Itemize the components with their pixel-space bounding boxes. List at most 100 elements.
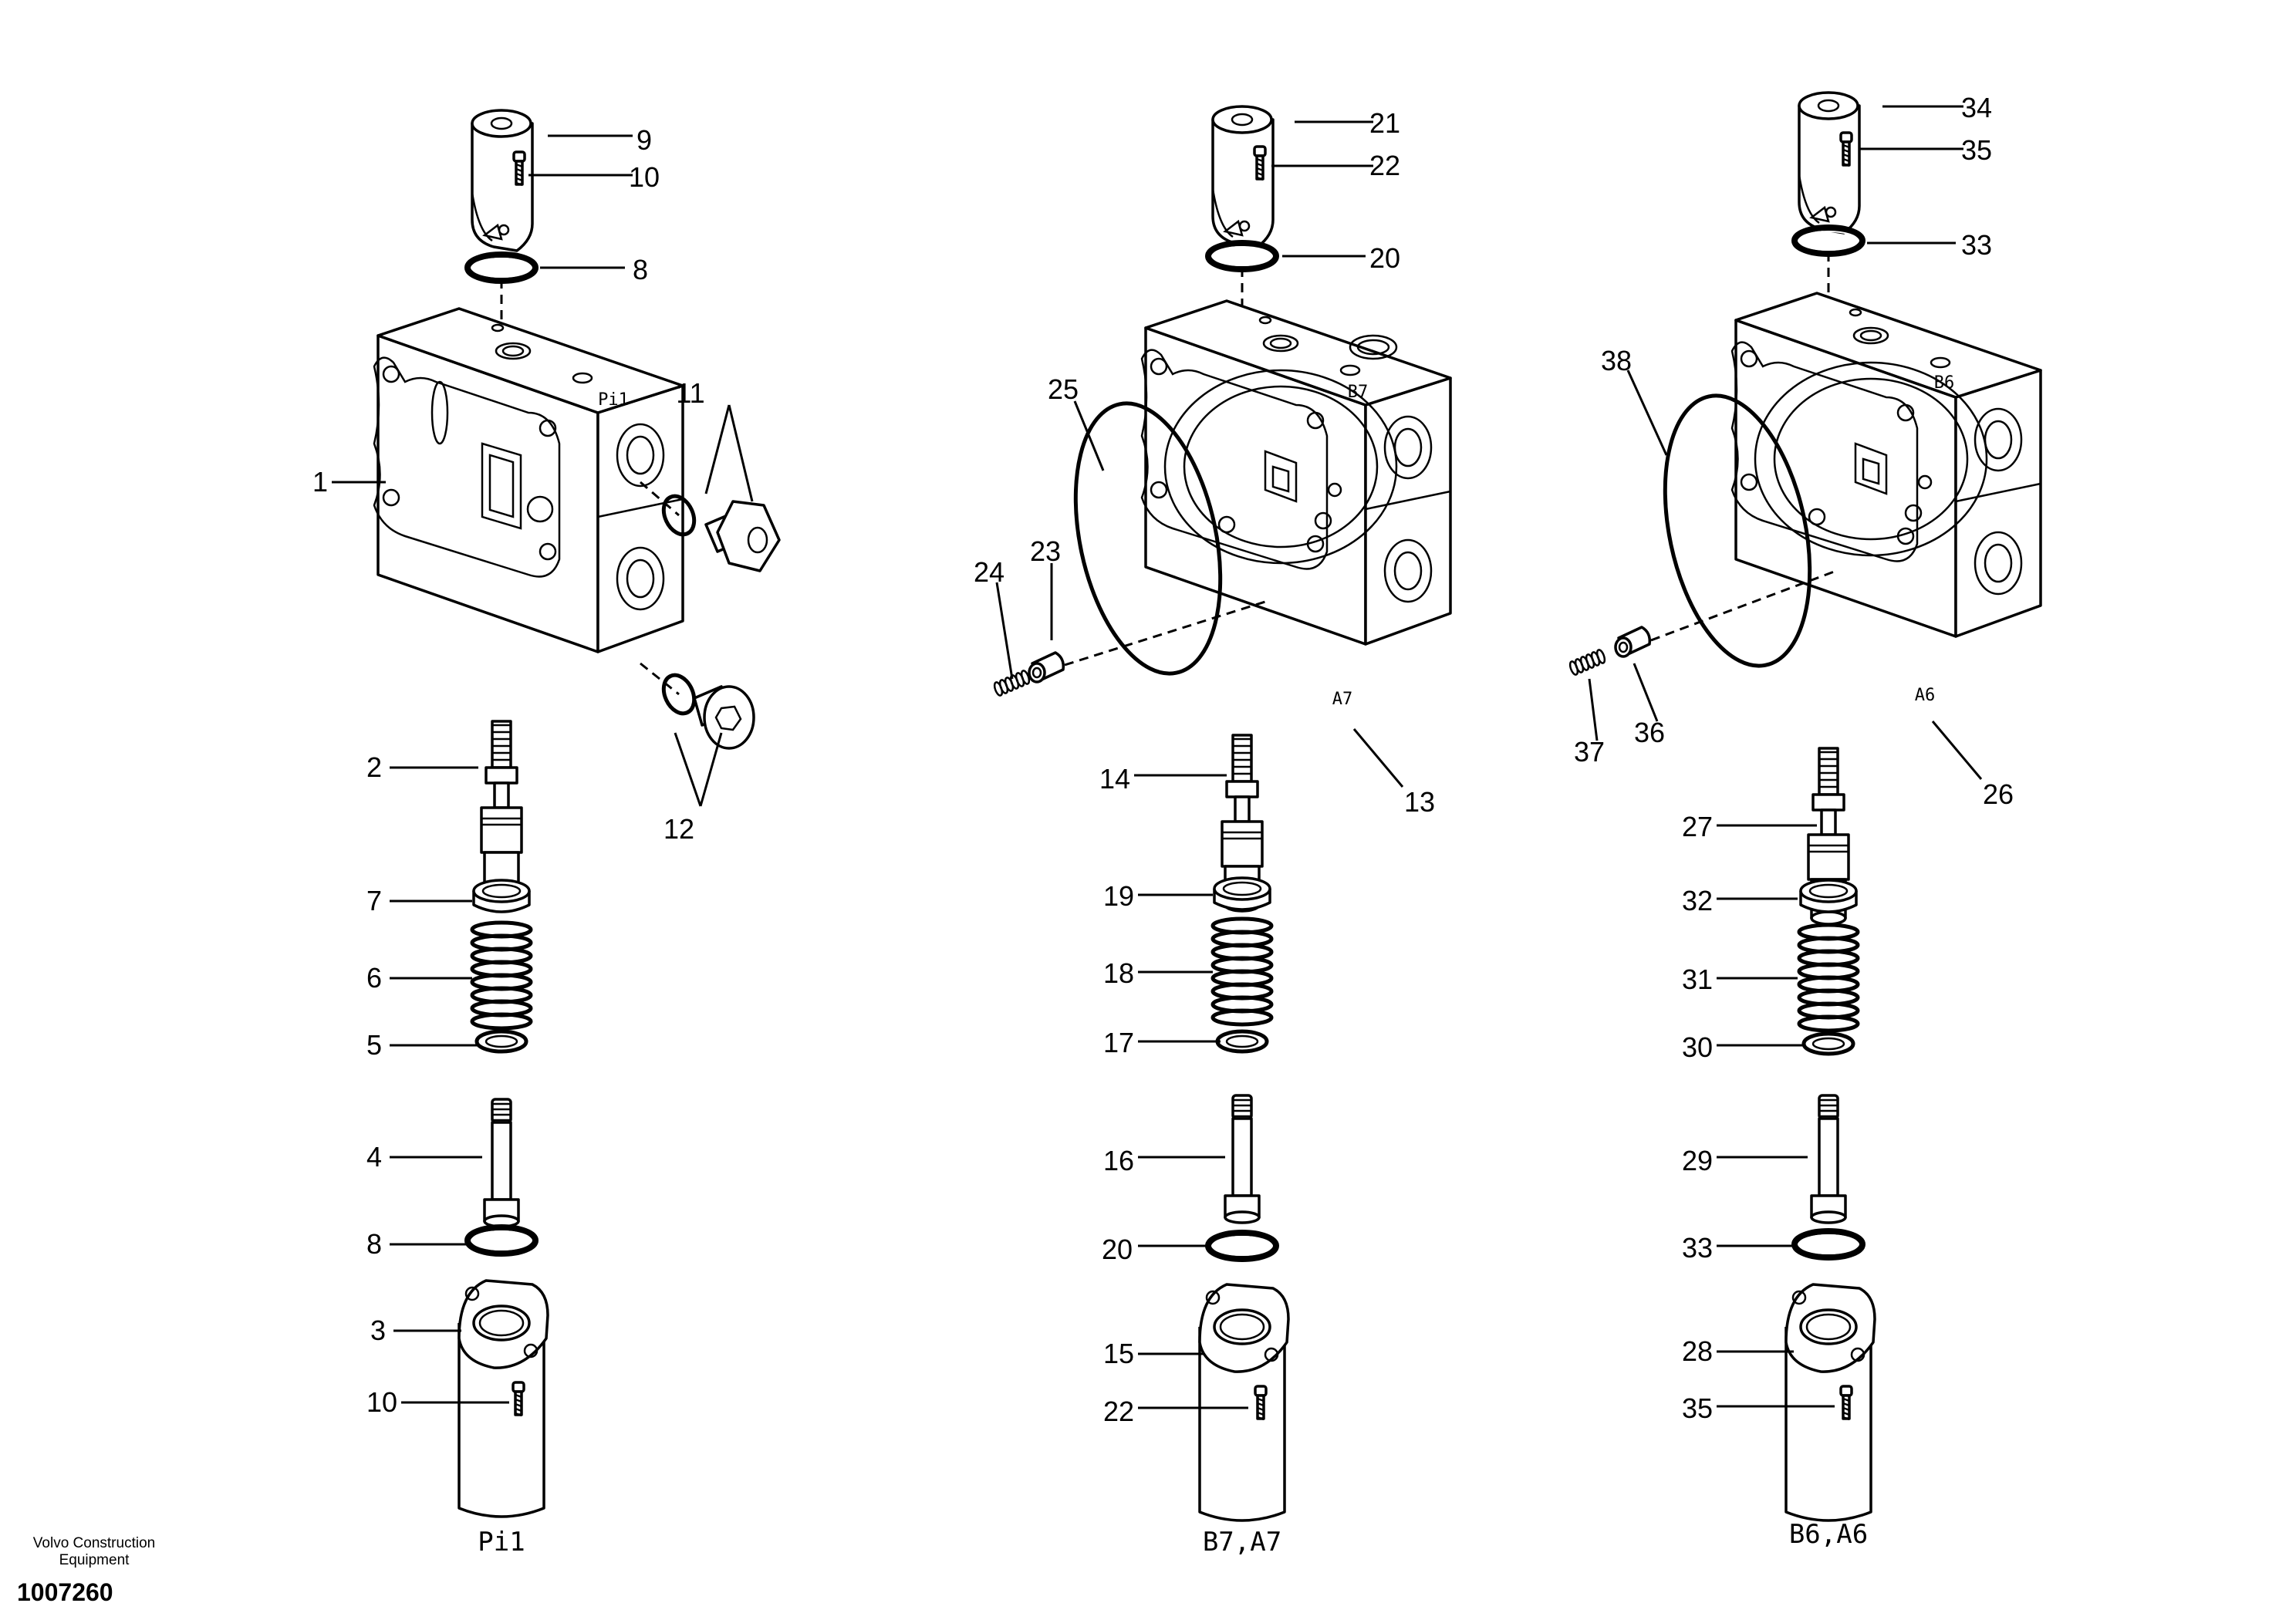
section-caption: B7,A7 — [1203, 1527, 1281, 1558]
callout: 20 — [1102, 1234, 1207, 1265]
callout-number: 16 — [1103, 1145, 1134, 1176]
cap-screw-lower — [1839, 1385, 1853, 1421]
return-spring — [1210, 916, 1274, 1027]
callout-number: 24 — [974, 556, 1004, 588]
o-ring-upper — [1205, 240, 1279, 272]
callout: 22 — [1103, 1396, 1248, 1427]
spring-seat — [472, 879, 531, 913]
housing-side — [596, 384, 684, 653]
callout: 33 — [1867, 229, 1992, 261]
spool-stopper — [1810, 1094, 1847, 1224]
leader-line — [674, 732, 702, 807]
retainer-washer — [1215, 1029, 1269, 1054]
callout-number: 34 — [1961, 92, 1992, 123]
bottom-cover — [1784, 1283, 1876, 1522]
cap-screw-lower — [512, 1381, 525, 1417]
callout: 37 — [1574, 678, 1605, 768]
callout-number: 17 — [1103, 1027, 1134, 1058]
callout-number: 30 — [1682, 1031, 1713, 1063]
callout-number: 15 — [1103, 1338, 1134, 1369]
callout-number: 33 — [1682, 1232, 1713, 1264]
callout: 5 — [366, 1029, 478, 1061]
cap-screw-upper — [1253, 145, 1267, 181]
face-o-ring — [1073, 401, 1223, 676]
callout: 13 — [1352, 728, 1435, 818]
callout-number: 22 — [1369, 150, 1400, 181]
port-label: B6 — [1934, 373, 1955, 393]
port-label: A6 — [1915, 686, 1936, 705]
callout-number: 3 — [370, 1315, 386, 1346]
callout: 33 — [1682, 1232, 1794, 1264]
callout: 23 — [1030, 535, 1061, 640]
callout-number: 10 — [366, 1386, 397, 1418]
cap-screw-lower — [1254, 1385, 1268, 1421]
callout: 17 — [1103, 1027, 1221, 1058]
o-ring-upper — [464, 251, 539, 284]
spring-seat — [1799, 879, 1858, 913]
callout: 31 — [1682, 964, 1798, 995]
callout: 19 — [1103, 880, 1213, 912]
callout-number: 7 — [366, 885, 382, 916]
callout: 11 — [676, 377, 754, 502]
return-spring — [470, 920, 533, 1031]
callout: 30 — [1682, 1031, 1804, 1063]
spool — [480, 720, 523, 899]
callout-number: 12 — [663, 813, 694, 845]
housing-group — [373, 307, 684, 653]
spool-axis — [458, 109, 549, 1518]
section-caption: Pi1 — [478, 1527, 525, 1558]
callout-number: 1 — [312, 466, 328, 498]
bottom-cover — [458, 1279, 549, 1518]
callout-number: 9 — [636, 124, 652, 156]
callout: 16 — [1103, 1145, 1225, 1176]
publisher-name-line2: Equipment — [59, 1552, 130, 1568]
housing-group — [1730, 292, 2042, 638]
callout-number: 18 — [1103, 957, 1134, 989]
callout: 27 — [1682, 811, 1817, 842]
callout-number: 22 — [1103, 1396, 1134, 1427]
callout: 35 — [1859, 134, 1992, 166]
callout-number: 38 — [1601, 345, 1632, 376]
housing-top — [1144, 299, 1452, 407]
port-label: B7 — [1348, 383, 1369, 402]
callout-number: 25 — [1048, 373, 1079, 405]
plug — [661, 673, 755, 750]
callout-number: 26 — [1983, 778, 2014, 810]
o-ring-lower — [1791, 1228, 1866, 1261]
callout: 6 — [366, 962, 472, 994]
callout: 28 — [1682, 1335, 1794, 1367]
callout-number: 20 — [1369, 242, 1400, 274]
callout-number: 27 — [1682, 811, 1713, 842]
callout: 2 — [366, 751, 478, 783]
leader-line — [1073, 400, 1105, 471]
o-ring-upper — [1791, 224, 1866, 257]
callout: 26 — [1931, 721, 2014, 810]
o-ring-lower — [464, 1224, 539, 1257]
check-sleeve — [1614, 626, 1652, 658]
check-sleeve — [1028, 651, 1065, 683]
publisher-name-line1: Volvo Construction — [32, 1535, 156, 1551]
callout-number: 28 — [1682, 1335, 1713, 1367]
document-number: 1007260 — [17, 1578, 113, 1606]
valve-housing — [1140, 299, 1452, 646]
callout-number: 31 — [1682, 964, 1713, 995]
callout: 3 — [370, 1315, 461, 1346]
leader-line — [704, 404, 731, 494]
callout-number: 8 — [366, 1228, 382, 1260]
face-o-ring — [1663, 393, 1812, 668]
callout-number: 23 — [1030, 535, 1061, 567]
callout-number: 6 — [366, 962, 382, 994]
callout: 8 — [540, 254, 648, 285]
callout-number: 5 — [366, 1029, 382, 1061]
callout: 22 — [1271, 150, 1400, 181]
callout: 20 — [1282, 242, 1400, 274]
assembly-line — [1064, 600, 1266, 667]
spool-stopper — [1224, 1094, 1261, 1224]
cap-screw-upper — [1839, 131, 1853, 167]
assembly-line — [640, 662, 680, 696]
